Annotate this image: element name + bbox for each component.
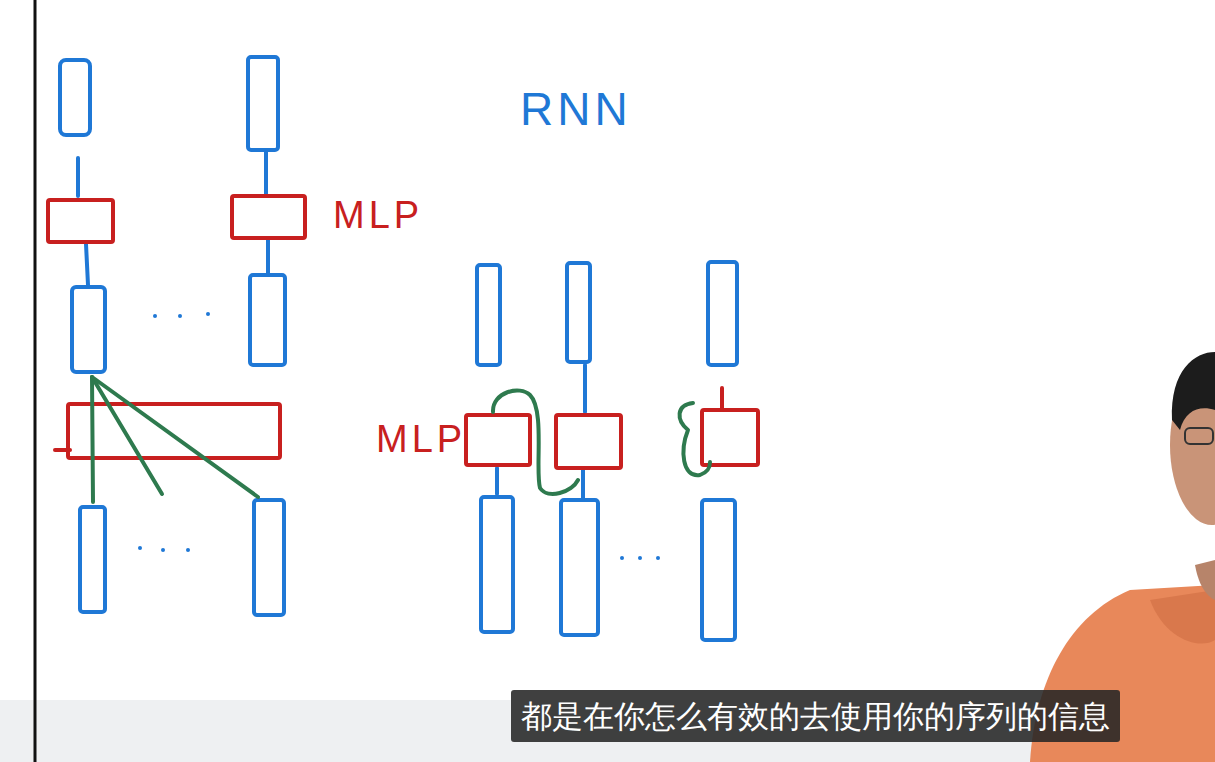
mlp-boxes (48, 196, 758, 468)
vector-bars (60, 57, 737, 640)
information-flow (92, 377, 710, 502)
handwritten-label: RNN (520, 82, 632, 136)
ellipsis-dots (138, 312, 660, 560)
whiteboard (0, 0, 1215, 700)
subtitle-bar: 都是在你怎么有效的去使用你的序列的信息 (511, 690, 1120, 742)
frame-edge (34, 0, 37, 762)
handwritten-label: MLP (376, 418, 466, 461)
handwritten-label: MLP (333, 194, 423, 237)
subtitle-text: 都是在你怎么有效的去使用你的序列的信息 (521, 696, 1110, 736)
